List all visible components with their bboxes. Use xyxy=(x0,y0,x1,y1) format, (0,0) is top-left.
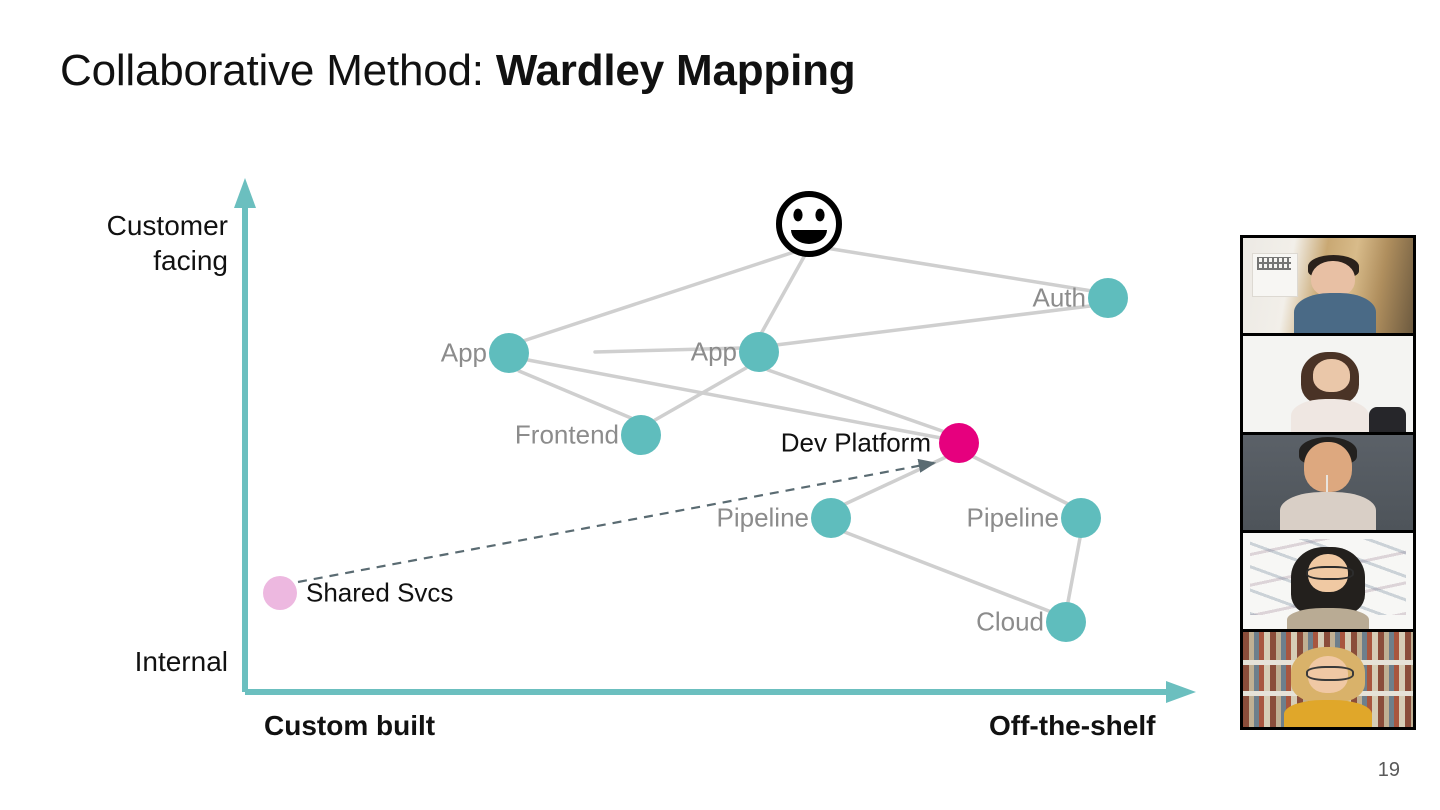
edge-app-stub xyxy=(593,346,744,354)
edge-pipeline-left-cloud xyxy=(840,529,1056,615)
node-app-right[interactable] xyxy=(739,332,779,372)
node-shared-svcs[interactable] xyxy=(263,576,297,610)
axis-label-customer-facing-line1: Customer xyxy=(106,210,228,241)
avatar-body xyxy=(1283,700,1373,728)
edge-app-left-frontend xyxy=(517,369,633,420)
glasses-icon xyxy=(1305,665,1355,682)
axis-y xyxy=(234,178,256,692)
avatar-body xyxy=(1294,293,1376,334)
video-tile-participant-3[interactable] xyxy=(1243,434,1413,531)
node-pipeline-left[interactable] xyxy=(811,498,851,538)
node-label-pipeline-right: Pipeline xyxy=(966,502,1059,533)
avatar-body xyxy=(1280,492,1376,531)
edge-user-app-left xyxy=(518,248,802,344)
node-label-app-left: App xyxy=(440,337,487,368)
axis-label-off-the-shelf: Off-the-shelf xyxy=(989,710,1156,741)
shared-svcs-to-dev-platform-arrow xyxy=(297,458,937,584)
edge-user-app-right xyxy=(760,253,807,334)
node-pipeline-right[interactable] xyxy=(1061,498,1101,538)
node-label-cloud: Cloud xyxy=(976,606,1044,637)
node-label-frontend: Frontend xyxy=(514,419,619,450)
edge-app-left-dev xyxy=(526,358,943,440)
earphone-cord-icon xyxy=(1326,474,1329,498)
edge-app-right-auth xyxy=(774,304,1092,347)
avatar-body xyxy=(1290,399,1369,432)
page-title-plain: Collaborative Method: xyxy=(60,46,496,95)
node-auth[interactable] xyxy=(1088,278,1128,318)
node-label-app-right: App xyxy=(690,336,737,367)
edge-app-right-frontend xyxy=(653,366,748,422)
axis-label-customer-facing-line2: facing xyxy=(153,245,228,277)
edge-pipeline-right-cloud xyxy=(1066,536,1082,604)
avatar xyxy=(1312,359,1351,392)
edge-user-auth xyxy=(824,246,1094,293)
video-tile-participant-2[interactable] xyxy=(1243,336,1413,432)
smiley-face-icon xyxy=(776,191,842,257)
node-label-dev-platform: Dev Platform xyxy=(780,427,931,458)
page-title-bold: Wardley Mapping xyxy=(495,46,856,95)
node-app-left[interactable] xyxy=(489,333,529,373)
node-label-pipeline-left: Pipeline xyxy=(716,502,809,533)
axis-label-internal: Internal xyxy=(134,646,228,677)
video-tile-participant-5[interactable] xyxy=(1243,631,1413,728)
avatar-body xyxy=(1287,607,1369,629)
edge-dev-pipeline-right xyxy=(970,454,1072,507)
node-label-auth: Auth xyxy=(1032,282,1087,313)
edge-app-right-dev xyxy=(766,368,947,434)
node-frontend[interactable] xyxy=(621,415,661,455)
glasses-icon xyxy=(1305,565,1355,581)
node-label-shared-svcs: Shared Svcs xyxy=(306,577,454,608)
wardley-map-canvas xyxy=(234,178,1196,703)
page-title: Collaborative Method: Wardley Mapping xyxy=(60,46,856,97)
axis-label-custom-built: Custom built xyxy=(264,710,436,741)
wardley-map: Auth App App Frontend Dev Platform Pipel… xyxy=(0,178,1196,741)
avatar xyxy=(1311,260,1356,298)
page-number: 19 xyxy=(1377,759,1400,781)
axis-label-customer-facing: Customer facing xyxy=(0,208,228,279)
video-chair xyxy=(1368,407,1407,432)
video-tile-participant-1[interactable] xyxy=(1243,238,1413,334)
video-tile-participant-4[interactable] xyxy=(1243,533,1413,629)
node-dev-platform[interactable] xyxy=(939,423,979,463)
video-scribble xyxy=(1256,257,1291,271)
map-edges xyxy=(517,246,1094,615)
node-cloud[interactable] xyxy=(1046,602,1086,642)
axis-x xyxy=(245,681,1196,703)
video-call-panel xyxy=(1240,235,1416,730)
